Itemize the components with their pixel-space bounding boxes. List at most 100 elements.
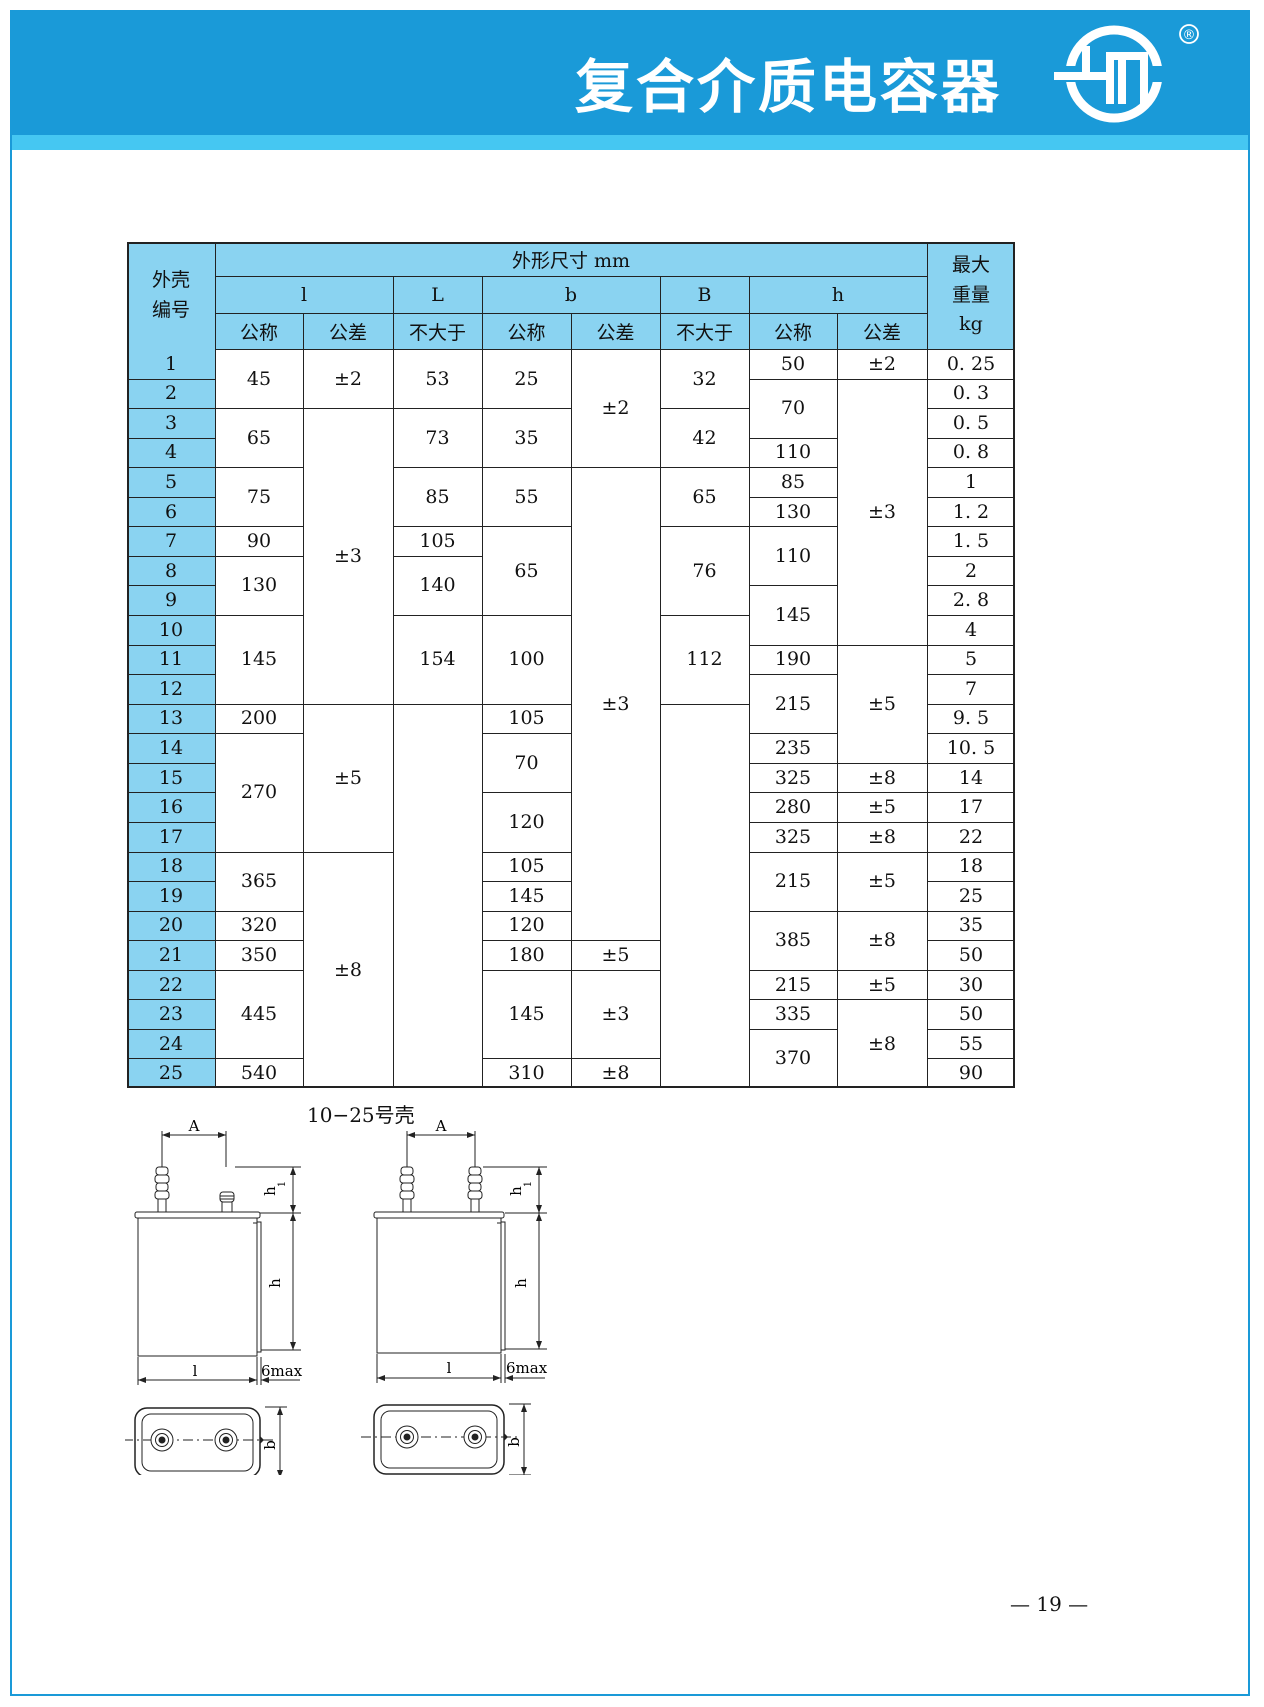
max-weight-cell: 50 xyxy=(958,943,984,966)
shell-number-cell: 17 xyxy=(127,821,215,852)
h-nominal-cell: 190 xyxy=(774,648,812,671)
dim-a-label: A xyxy=(188,1117,200,1135)
grid-line xyxy=(127,1029,215,1030)
h-nominal-cell: 370 xyxy=(774,1047,812,1070)
grid-line xyxy=(660,526,749,527)
grid-line xyxy=(749,852,837,853)
h-nominal-cell: 145 xyxy=(774,604,812,627)
grid-line xyxy=(837,911,927,912)
grid-line xyxy=(927,497,1015,498)
L-notmore-cell: 73 xyxy=(425,426,450,449)
grid-line xyxy=(837,970,927,971)
grid-line xyxy=(127,792,215,793)
h-nominal-cell: 235 xyxy=(774,737,812,760)
max-weight-cell: 35 xyxy=(958,914,984,937)
h-nominal-cell: 215 xyxy=(774,870,812,893)
terminal-right-icon xyxy=(219,1191,235,1213)
grid-line xyxy=(127,704,215,705)
grid-line xyxy=(215,467,303,468)
h-tolerance-cell: ±5 xyxy=(867,870,896,893)
grid-line xyxy=(215,970,303,971)
grid-line xyxy=(749,585,837,586)
l-nominal-cell: 270 xyxy=(240,781,278,804)
shell-number-cell: 4 xyxy=(127,437,215,468)
grid-line xyxy=(749,792,837,793)
grid-line xyxy=(571,467,660,468)
grid-line xyxy=(393,349,394,1088)
header-h-nominal: 公称 xyxy=(749,313,837,349)
h-nominal-cell: 215 xyxy=(774,692,812,715)
max-weight-cell: 2. 8 xyxy=(952,589,990,612)
header-b-nominal: 公称 xyxy=(482,313,571,349)
h-tolerance-cell: ±2 xyxy=(867,352,896,375)
l-nominal-cell: 200 xyxy=(240,707,278,730)
shell-number-cell: 8 xyxy=(127,555,215,586)
max-weight-cell: 1. 2 xyxy=(952,500,990,523)
grid-line xyxy=(127,970,215,971)
shell-number-cell: 6 xyxy=(127,496,215,527)
max-weight-cell: 14 xyxy=(958,766,984,789)
grid-line xyxy=(927,1058,1015,1059)
grid-line xyxy=(393,704,482,705)
max-weight-cell: 0. 3 xyxy=(952,382,990,405)
grid-line xyxy=(215,704,303,705)
grid-line xyxy=(482,1058,571,1059)
grid-line xyxy=(749,467,837,468)
grid-line xyxy=(749,349,750,1088)
l-tolerance-cell: ±2 xyxy=(333,367,362,390)
grid-line xyxy=(127,585,215,586)
max-weight-cell: 0. 5 xyxy=(952,411,990,434)
grid-line xyxy=(927,408,1015,409)
shell-number-cell: 2 xyxy=(127,378,215,409)
header-band xyxy=(12,12,1248,135)
B-notmore-cell: 32 xyxy=(692,367,717,390)
B-notmore-cell xyxy=(660,704,749,1088)
grid-line xyxy=(482,526,571,527)
B-notmore-cell: 112 xyxy=(686,648,723,671)
grid-line xyxy=(127,763,215,764)
B-notmore-cell: 65 xyxy=(692,485,717,508)
grid-line xyxy=(837,852,927,853)
terminal-top-right-icon xyxy=(214,1428,238,1452)
shell-number-cell: 21 xyxy=(127,940,215,970)
grid-line xyxy=(127,438,215,439)
grid-line xyxy=(215,852,303,853)
h-nominal-cell: 325 xyxy=(774,766,812,789)
grid-line xyxy=(749,674,837,675)
shell-10-25-caption: 10−25号壳 xyxy=(307,1103,415,1127)
grid-line xyxy=(215,733,303,734)
b-tolerance-cell: ±3 xyxy=(601,1003,630,1026)
grid-line xyxy=(482,792,571,793)
grid-line xyxy=(837,313,838,349)
b-nominal-cell: 120 xyxy=(508,810,545,833)
header-stripe xyxy=(12,135,1248,150)
h-nominal-cell: 215 xyxy=(774,973,812,996)
h-tolerance-cell: ±8 xyxy=(867,1032,896,1055)
grid-line xyxy=(927,615,1015,616)
b-nominal-cell: 145 xyxy=(508,884,545,907)
max-weight-cell: 7 xyxy=(964,677,978,700)
shell-number-cell: 19 xyxy=(127,881,215,911)
grid-line xyxy=(927,940,1015,941)
grid-line xyxy=(127,881,215,882)
max-weight-cell: 55 xyxy=(958,1032,984,1055)
grid-line xyxy=(482,911,571,912)
grid-line xyxy=(749,276,750,349)
grid-line xyxy=(749,379,837,380)
header-max-weight: 最大 重量 kg xyxy=(927,242,1015,349)
max-weight-cell: 1. 5 xyxy=(952,530,990,553)
h-tolerance-cell: ±5 xyxy=(867,796,896,819)
grid-line xyxy=(927,970,1015,971)
max-weight-cell: 25 xyxy=(958,884,984,907)
grid-line xyxy=(749,497,837,498)
h-nominal-cell: 110 xyxy=(774,544,812,567)
l-nominal-cell: 350 xyxy=(240,943,278,966)
page-number: — 19 — xyxy=(1010,1592,1089,1616)
grid-line xyxy=(127,556,215,557)
b-nominal-cell: 145 xyxy=(508,1003,545,1026)
max-weight-cell: 1 xyxy=(964,471,978,493)
grid-line xyxy=(127,497,215,498)
shell-number-cell: 25 xyxy=(127,1058,215,1088)
grid-line xyxy=(927,645,1015,646)
h-nominal-cell: 50 xyxy=(780,352,806,375)
